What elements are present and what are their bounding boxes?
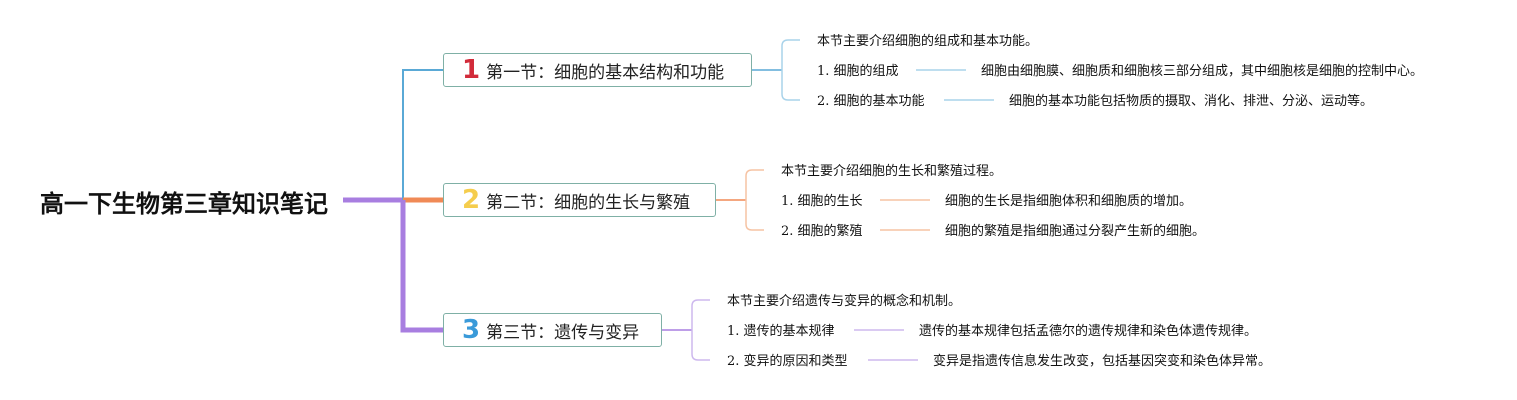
section-2-number: 2 xyxy=(462,185,481,215)
section-1-item-1-label[interactable]: 1. 细胞的组成 xyxy=(817,64,899,79)
section-2-item-1-detail[interactable]: 细胞的生长是指细胞体积和细胞质的增加。 xyxy=(945,194,1193,209)
s3-bracket xyxy=(691,299,710,361)
section-3-number: 3 xyxy=(462,315,481,345)
branch-section-3 xyxy=(400,200,443,333)
section-2-topic[interactable]: 2 第二节：细胞的生长与繁殖 xyxy=(443,183,716,217)
section-3-item-1-label[interactable]: 1. 遗传的基本规律 xyxy=(727,324,835,339)
root-topic[interactable]: 高一下生物第三章知识笔记 xyxy=(40,190,328,218)
section-3-item-1-detail[interactable]: 遗传的基本规律包括孟德尔的遗传规律和染色体遗传规律。 xyxy=(919,324,1258,339)
section-2-title: 第二节：细胞的生长与繁殖 xyxy=(486,192,691,213)
section-3-item-2-detail[interactable]: 变异是指遗传信息发生改变，包括基因突变和染色体异常。 xyxy=(933,354,1272,369)
section-3-title: 第三节：遗传与变异 xyxy=(486,322,640,343)
section-1-topic[interactable]: 1 第一节：细胞的基本结构和功能 xyxy=(443,53,752,87)
branch-section-1 xyxy=(402,69,443,200)
section-3-intro[interactable]: 本节主要介绍遗传与变异的概念和机制。 xyxy=(727,294,962,309)
section-1-item-2-label[interactable]: 2. 细胞的基本功能 xyxy=(817,94,925,109)
section-2-item-1-label[interactable]: 1. 细胞的生长 xyxy=(781,194,863,209)
section-1-item-2-detail[interactable]: 细胞的基本功能包括物质的摄取、消化、排泄、分泌、运动等。 xyxy=(1009,94,1374,109)
section-3-topic[interactable]: 3 第三节：遗传与变异 xyxy=(443,313,662,347)
section-1-title: 第一节：细胞的基本结构和功能 xyxy=(486,62,725,83)
section-1-intro[interactable]: 本节主要介绍细胞的组成和基本功能。 xyxy=(817,34,1039,49)
section-1-item-1-detail[interactable]: 细胞由细胞膜、细胞质和细胞核三部分组成，其中细胞核是细胞的控制中心。 xyxy=(981,64,1424,79)
section-2-item-2-label[interactable]: 2. 细胞的繁殖 xyxy=(781,224,863,239)
section-1-number: 1 xyxy=(462,55,481,85)
section-3-item-2-label[interactable]: 2. 变异的原因和类型 xyxy=(727,354,848,369)
section-2-item-2-detail[interactable]: 细胞的繁殖是指细胞通过分裂产生新的细胞。 xyxy=(945,224,1206,239)
s2-bracket xyxy=(745,169,764,231)
section-2-intro[interactable]: 本节主要介绍细胞的生长和繁殖过程。 xyxy=(781,164,1003,179)
s1-bracket xyxy=(781,39,800,101)
